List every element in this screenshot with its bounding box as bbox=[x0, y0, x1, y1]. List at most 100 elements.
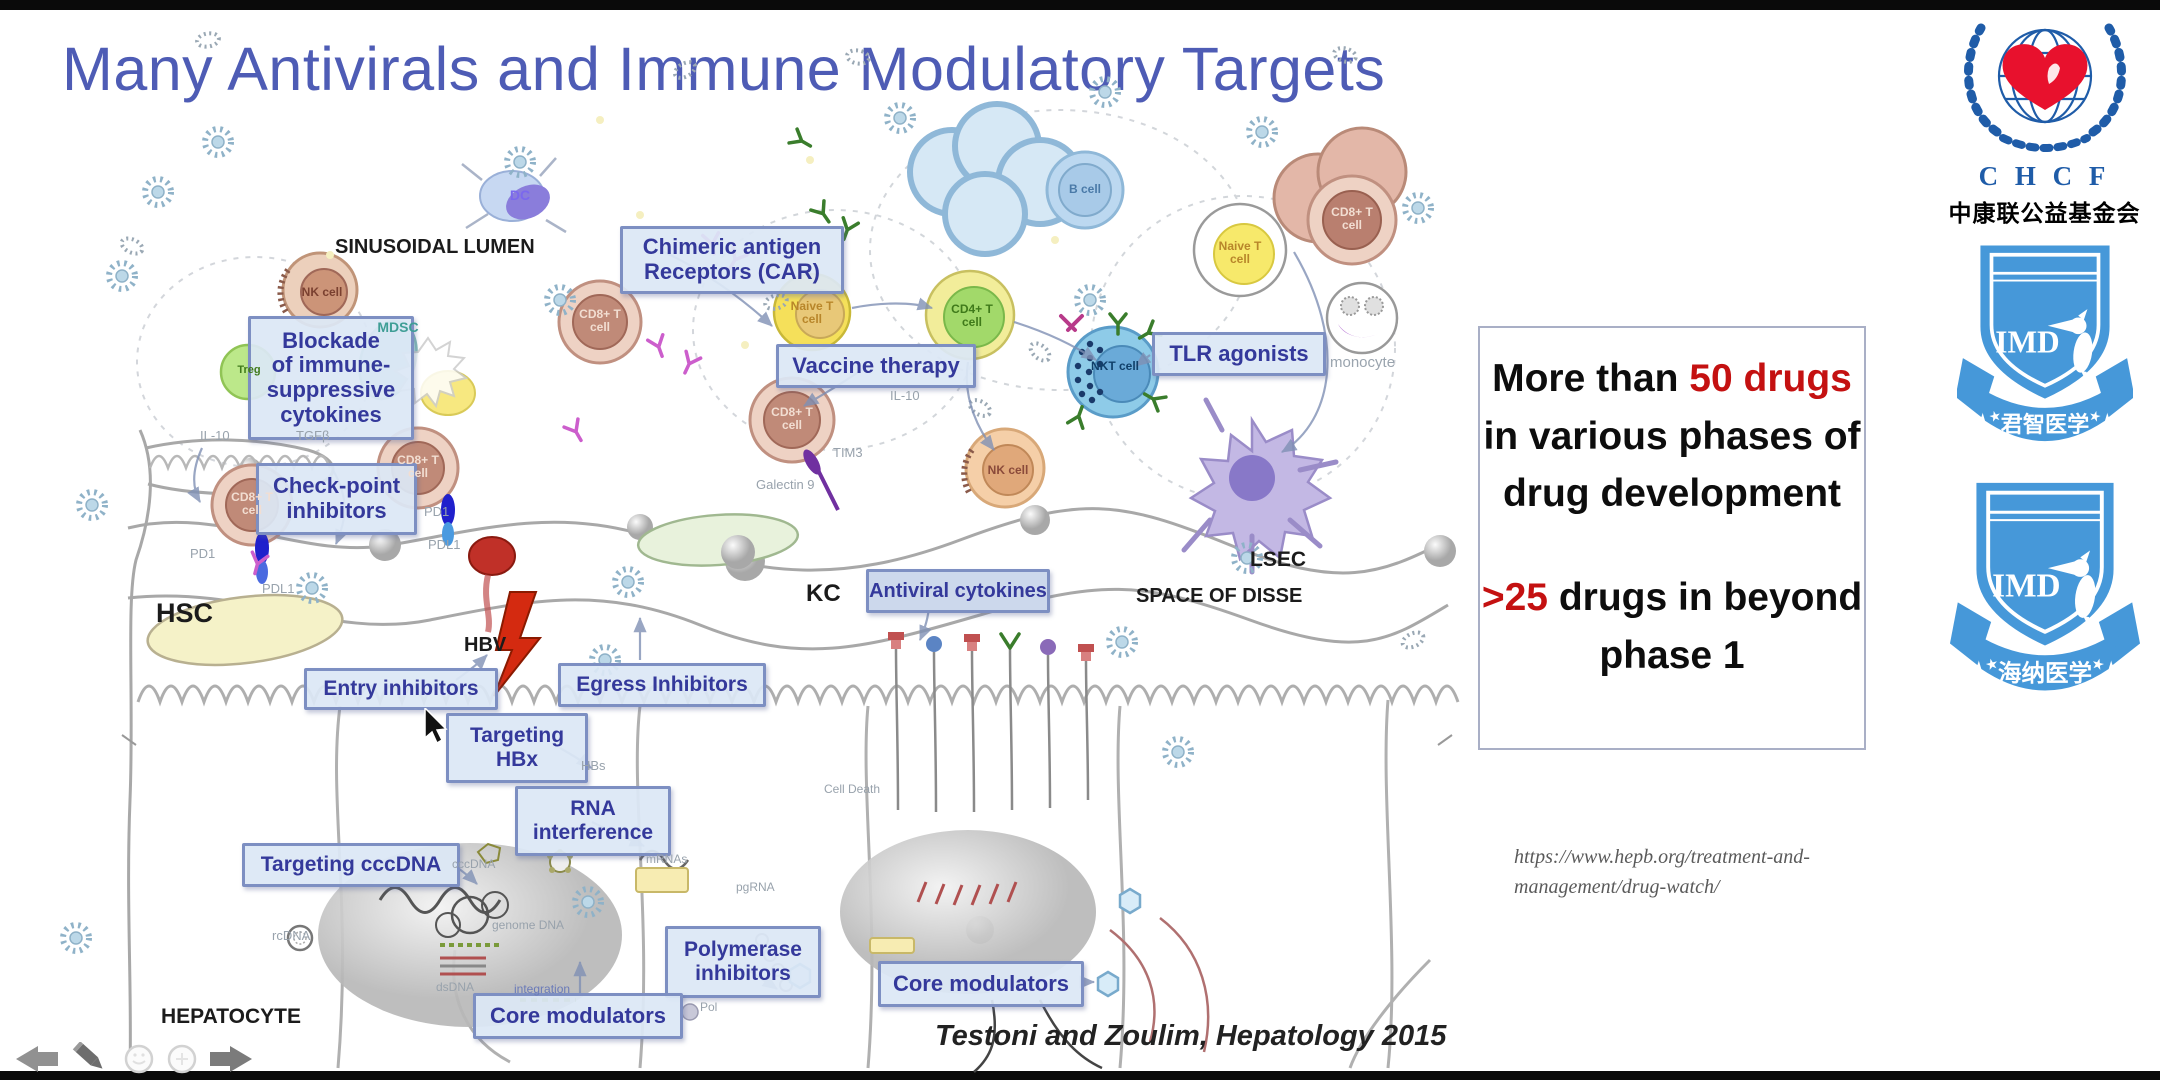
label-mdsc-cell: MDSC bbox=[377, 319, 419, 335]
chcf-logo bbox=[1963, 23, 2126, 152]
label-space-of-disse: SPACE OF DISSE bbox=[1136, 585, 1303, 607]
kupffer-cell bbox=[636, 513, 800, 569]
imd-text: IMD bbox=[1992, 568, 2060, 605]
label-hbs: HBs bbox=[581, 758, 606, 773]
target-box-tlr: TLR agonists bbox=[1152, 332, 1326, 376]
drug-count-callout: More than 50 drugs in various phases of … bbox=[1478, 326, 1866, 750]
prev-slide-button[interactable] bbox=[14, 1043, 60, 1080]
macrophage-cell bbox=[1181, 397, 1339, 575]
target-box-cccdna: Targeting cccDNA bbox=[242, 843, 460, 887]
ribbon-star: ★ bbox=[1987, 408, 2003, 426]
target-box-antiviral-cytokines: Antiviral cytokines bbox=[866, 569, 1050, 613]
badge-ribbon-text: 海纳医学 bbox=[1998, 659, 2092, 687]
label-pd1: PD1 bbox=[424, 504, 450, 519]
callout-paragraph-1: More than 50 drugs in various phases of … bbox=[1483, 357, 1861, 516]
label-il10: IL-10 bbox=[890, 388, 920, 403]
label-treg-cell: Treg bbox=[237, 364, 261, 376]
label-nkt-cell: NKT cell bbox=[1090, 359, 1139, 373]
lightning-icon bbox=[493, 591, 543, 697]
infected-cell bbox=[468, 536, 516, 633]
label-cd8-t-cell: CD8+ T cell bbox=[579, 307, 621, 334]
slideshow-control-button-1[interactable] bbox=[122, 1042, 156, 1080]
target-box-entry: Entry inhibitors bbox=[304, 668, 498, 710]
label-dsdna: dsDNA bbox=[436, 980, 475, 994]
label-cd8-t-cell: CD8+ T cell bbox=[231, 490, 273, 517]
cd8-cell-stack-topright bbox=[1272, 126, 1408, 266]
label-sinusoidal-lumen: SINUSOIDAL LUMEN bbox=[335, 236, 535, 258]
label-nk-cell: NK cell bbox=[987, 463, 1029, 477]
b-cell bbox=[1045, 150, 1125, 230]
label-genome-dna: genome DNA bbox=[492, 918, 565, 932]
woodpecker-icon bbox=[2047, 309, 2092, 394]
label-hepatocyte: HEPATOCYTE bbox=[161, 1005, 302, 1028]
page-title: Many Antivirals and Immune Modulatory Ta… bbox=[62, 35, 1386, 103]
dc-cell bbox=[461, 157, 567, 234]
label-cell-death: Cell Death bbox=[824, 782, 881, 796]
hepatocyte-nucleus-left bbox=[318, 843, 622, 1027]
label-pgrna: pgRNA bbox=[736, 880, 775, 894]
chcf-name: 中康联公益基金会 bbox=[1948, 200, 2141, 226]
naive-t-cell-right bbox=[1192, 202, 1288, 298]
cytokine-specks bbox=[326, 116, 1059, 349]
label-monocyte: monocyte bbox=[1330, 354, 1396, 371]
label-il10: IL-10 bbox=[200, 428, 230, 443]
ribbon-star: ★ bbox=[2089, 656, 2106, 675]
label-nk-cell: NK cell bbox=[301, 285, 343, 299]
imd-badge-2: IMD ★ ★ 海纳医学 bbox=[1949, 482, 2140, 691]
label-pol: Pol bbox=[700, 1000, 718, 1014]
fairy-icon bbox=[2047, 63, 2060, 84]
cd8-cell-a bbox=[557, 279, 643, 365]
label-cd8-t-cell: CD8+ T cell bbox=[1331, 205, 1373, 232]
letterbox-bottom bbox=[0, 1071, 2160, 1080]
label-pdl1: PDL1 bbox=[262, 581, 295, 596]
target-box-egress: Egress Inhibitors bbox=[558, 663, 766, 707]
mouse-cursor-icon bbox=[424, 708, 448, 745]
ribbon-star: ★ bbox=[1983, 656, 2000, 675]
next-slide-button[interactable] bbox=[208, 1043, 254, 1080]
badge-ribbon-text: 君智医学 bbox=[2000, 412, 2089, 437]
woodpecker-icon bbox=[2047, 550, 2095, 640]
chcf-acronym: C H C F bbox=[1978, 161, 2111, 191]
citation: Testoni and Zoulim, Hepatology 2015 bbox=[935, 1020, 1447, 1052]
label-cd4-t-cell: CD4+ T cell bbox=[951, 302, 993, 329]
label-kc: KC bbox=[806, 580, 841, 607]
hepatocyte-receptors bbox=[888, 632, 1094, 813]
label-pdl1: PDL1 bbox=[428, 537, 461, 552]
target-box-vaccine: Vaccine therapy bbox=[776, 344, 976, 388]
label-hsc: HSC bbox=[156, 598, 214, 628]
label-cd8-t-cell: CD8+ T cell bbox=[397, 453, 439, 480]
hsc-cell bbox=[146, 593, 344, 667]
ribbon-star: ★ bbox=[2087, 408, 2103, 426]
callout-paragraph-2: >25 drugs in beyond phase 1 bbox=[1481, 576, 1863, 677]
slideshow-control-button-2[interactable] bbox=[165, 1042, 199, 1080]
wreath-icon bbox=[1963, 23, 2126, 137]
label-galectin9: Galectin 9 bbox=[756, 477, 815, 492]
label-cccdna: cccDNA bbox=[452, 857, 496, 871]
label-b-cell: B cell bbox=[1068, 182, 1101, 196]
annotate-pen-button[interactable] bbox=[69, 1041, 113, 1080]
label-rcdna: rcDNA bbox=[272, 928, 311, 943]
secretion-paths bbox=[973, 917, 1210, 1073]
label-tgfb: TGFβ bbox=[296, 428, 330, 443]
label-cd8-t-cell: CD8+ T cell bbox=[771, 405, 813, 432]
imd-badge-1: IMD ★ ★ 君智医学 bbox=[1955, 245, 2134, 442]
label-naive-t-cell: Naive T cell bbox=[1218, 239, 1262, 266]
label-mrnas: mRNAs bbox=[646, 852, 688, 866]
monocyte-cell bbox=[1325, 281, 1399, 355]
label-lsec: LSEC bbox=[1250, 548, 1307, 571]
label-pd1: PD1 bbox=[190, 546, 216, 561]
imd-text: IMD bbox=[1995, 325, 2059, 360]
target-box-core-modulators-right: Core modulators bbox=[878, 961, 1084, 1007]
label-integration: integration bbox=[514, 982, 571, 996]
label-tim3: TIM3 bbox=[833, 445, 863, 460]
reference-url[interactable]: https://www.hepb.org/treatment-and- mana… bbox=[1514, 846, 1810, 898]
label-dc-cell: DC bbox=[509, 187, 531, 203]
logo-column: C H C F 中康联公益基金会 IMD ★ ★ 君智医学 bbox=[1942, 6, 2147, 722]
target-box-core-modulators-left: Core modulators bbox=[473, 993, 683, 1039]
